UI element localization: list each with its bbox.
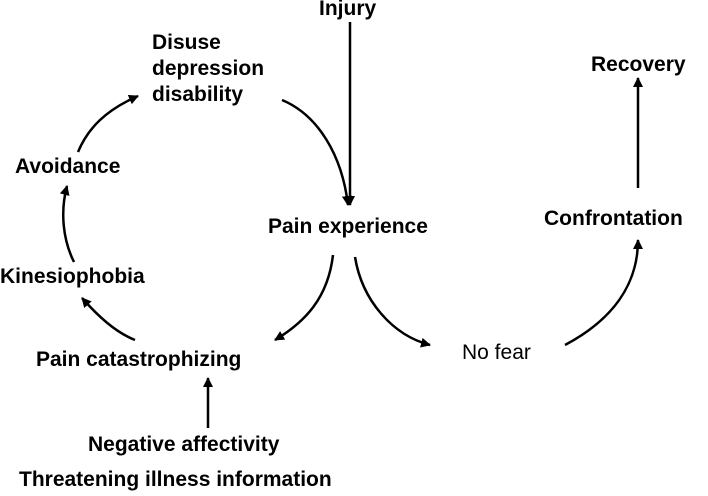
arrow-kinesiophobia-to-avoidance (59, 185, 76, 263)
arrow-pain-experience-to-catastrophizing (274, 254, 335, 342)
arrow-avoidance-to-disuse (76, 94, 139, 153)
arrow-disuse-to-pain-experience (281, 98, 352, 206)
node-disuse-line-3: disability (152, 83, 244, 106)
arrow-catastrophizing-to-kinesiophobia (81, 297, 136, 342)
node-threatening-illness-information: Threatening illness information (19, 468, 332, 491)
node-disuse-depression-disability: Disuse depression disability (152, 30, 264, 108)
node-injury: Injury (319, 0, 377, 20)
node-recovery: Recovery (591, 53, 686, 76)
node-kinesiophobia: Kinesiophobia (0, 265, 145, 288)
arrow-pain-experience-to-no-fear (353, 256, 431, 348)
node-negative-affectivity: Negative affectivity (88, 433, 280, 456)
node-disuse-line-2: depression (152, 57, 265, 80)
node-pain-experience: Pain experience (268, 215, 428, 238)
node-avoidance: Avoidance (15, 155, 121, 178)
node-confrontation: Confrontation (544, 207, 683, 230)
node-no-fear: No fear (462, 341, 531, 364)
arrow-no-fear-to-confrontation (564, 239, 643, 347)
node-disuse-line-1: Disuse (152, 31, 221, 54)
node-pain-catastrophizing: Pain catastrophizing (36, 348, 242, 371)
